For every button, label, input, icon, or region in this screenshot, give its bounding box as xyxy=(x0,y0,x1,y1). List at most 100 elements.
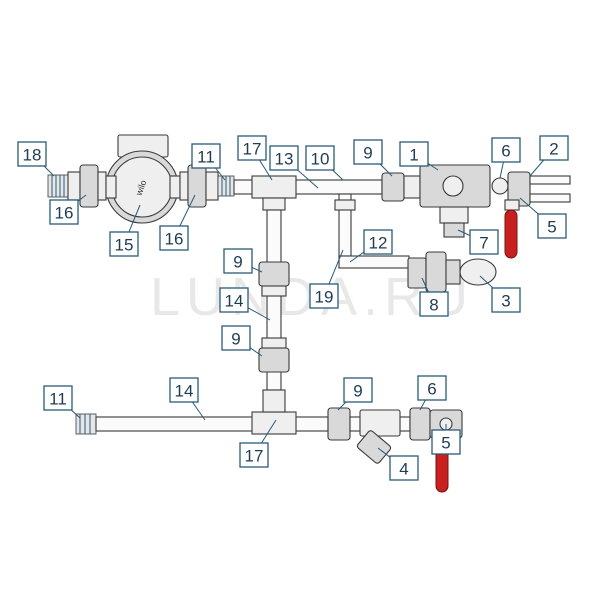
callout-c11a: 11 xyxy=(191,143,221,169)
callout-label: 9 xyxy=(363,144,372,163)
callout-c8: 8 xyxy=(419,291,449,317)
callout-c13: 13 xyxy=(269,145,299,171)
callout-c1: 1 xyxy=(399,141,429,167)
callout-c3: 3 xyxy=(491,287,521,313)
balancing-valve xyxy=(445,258,497,286)
callout-label: 12 xyxy=(369,234,388,253)
bypass-pipe-horizontal xyxy=(338,255,410,269)
callout-box xyxy=(17,141,47,167)
callout-label: 18 xyxy=(23,146,42,165)
callout-box xyxy=(109,231,139,257)
callout-c4: 4 xyxy=(389,455,419,481)
callout-label: 14 xyxy=(175,382,194,401)
ball-valve-handle-top[interactable] xyxy=(504,199,520,259)
callout-box xyxy=(221,325,251,351)
callout-c6a: 6 xyxy=(491,137,521,163)
callout-c9d: 9 xyxy=(343,377,373,403)
callout-label: 11 xyxy=(197,148,215,167)
callout-box xyxy=(159,225,189,251)
callout-c17b: 17 xyxy=(239,442,269,468)
callout-box xyxy=(191,143,221,169)
callout-c16b: 16 xyxy=(159,225,189,251)
callout-box xyxy=(419,291,449,317)
callout-c2: 2 xyxy=(539,135,569,161)
callout-c12: 12 xyxy=(363,229,393,255)
circulation-pump: wilo xyxy=(105,134,181,224)
tee-bottom xyxy=(251,389,297,435)
callout-box xyxy=(43,385,73,411)
callout-label: 3 xyxy=(501,292,510,311)
callout-label: 8 xyxy=(429,296,438,315)
callout-label: 17 xyxy=(245,447,264,466)
callout-box xyxy=(219,287,249,313)
callout-label: 10 xyxy=(311,150,330,169)
callout-c7: 7 xyxy=(469,229,499,255)
callout-box xyxy=(49,199,79,225)
union-riser-upper xyxy=(258,261,290,297)
callout-label: 16 xyxy=(165,230,184,249)
callout-c9c: 9 xyxy=(221,325,251,351)
callout-label: 16 xyxy=(55,204,74,223)
callout-box xyxy=(169,377,199,403)
callout-label: 1 xyxy=(409,146,418,165)
callout-box xyxy=(537,213,567,239)
callout-box xyxy=(269,145,299,171)
callout-box xyxy=(353,139,383,165)
callout-c15: 15 xyxy=(109,231,139,257)
callout-label: 9 xyxy=(231,330,240,349)
callout-box xyxy=(491,287,521,313)
union-nut-right xyxy=(179,164,219,208)
callout-c5b: 5 xyxy=(431,429,461,455)
callout-c5a: 5 xyxy=(537,213,567,239)
callout-label: 5 xyxy=(441,434,450,453)
three-way-valve xyxy=(419,164,491,238)
callout-box xyxy=(309,283,339,309)
callout-label: 11 xyxy=(49,390,67,409)
callout-box xyxy=(223,248,253,274)
callout-box xyxy=(491,137,521,163)
callout-c14a: 14 xyxy=(219,287,249,313)
callout-box xyxy=(237,135,267,161)
fitting-6-top xyxy=(491,177,509,195)
union-top-right xyxy=(381,172,421,202)
callout-box xyxy=(431,429,461,455)
callout-c19: 19 xyxy=(309,283,339,309)
callout-label: 14 xyxy=(225,292,244,311)
callout-label: 13 xyxy=(275,150,294,169)
callout-c6b: 6 xyxy=(417,375,447,401)
callout-label: 9 xyxy=(233,253,242,272)
bypass-tee xyxy=(334,199,356,211)
callout-box xyxy=(343,377,373,403)
union-riser-lower xyxy=(258,337,290,373)
callout-box xyxy=(399,141,429,167)
callout-c18: 18 xyxy=(17,141,47,167)
tee-top xyxy=(251,175,297,211)
callout-box xyxy=(417,375,447,401)
callout-label: 2 xyxy=(549,140,558,159)
callout-label: 19 xyxy=(315,288,334,307)
callout-box xyxy=(389,455,419,481)
callout-c17a: 17 xyxy=(237,135,267,161)
callout-c14b: 14 xyxy=(169,377,199,403)
threaded-nipple-top xyxy=(217,175,235,197)
callout-label: 6 xyxy=(501,142,510,161)
callout-c11b: 11 xyxy=(43,385,73,411)
callout-c16a: 16 xyxy=(49,199,79,225)
callout-label: 6 xyxy=(427,380,436,399)
callout-c10: 10 xyxy=(305,145,335,171)
bypass-union xyxy=(407,251,447,293)
callout-label: 15 xyxy=(115,236,134,255)
callout-label: 17 xyxy=(243,140,262,159)
threaded-nipple-left xyxy=(47,174,69,198)
callout-box xyxy=(239,442,269,468)
callout-c9b: 9 xyxy=(223,248,253,274)
callout-label: 9 xyxy=(353,382,362,401)
callout-box xyxy=(469,229,499,255)
callout-box xyxy=(363,229,393,255)
y-strainer xyxy=(356,409,401,464)
union-bottom xyxy=(327,407,351,441)
callout-label: 7 xyxy=(479,234,488,253)
callout-box xyxy=(539,135,569,161)
